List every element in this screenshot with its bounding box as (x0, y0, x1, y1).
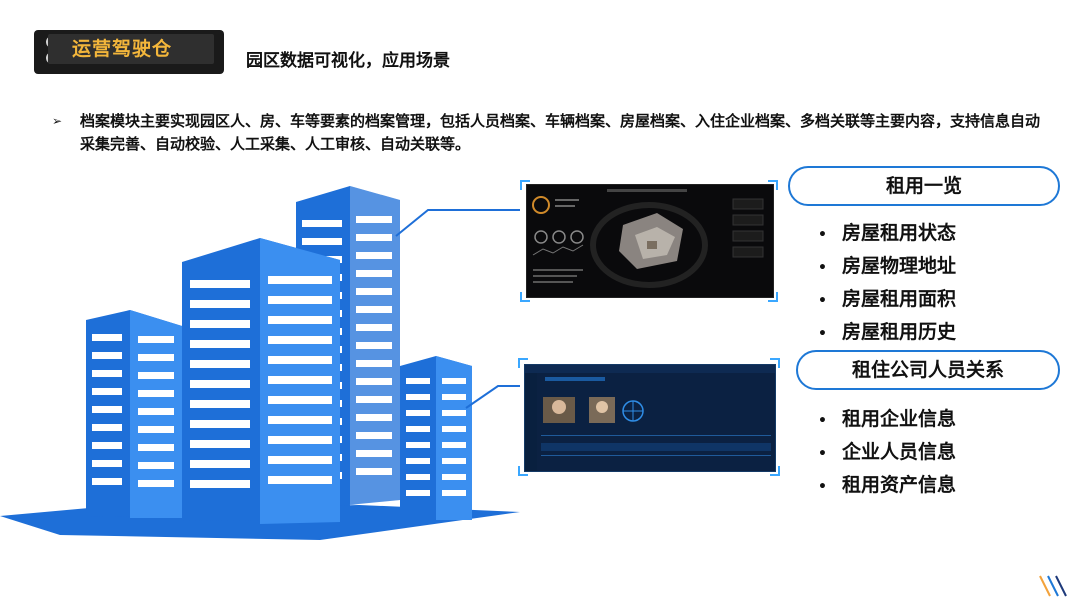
dashboard-screenshot (526, 184, 774, 298)
bullet-dot-icon: • (818, 260, 827, 276)
list-item: • 租用企业信息 (818, 404, 956, 431)
frame-corner-icon (520, 292, 530, 302)
list-item-label: 房屋租用历史 (842, 321, 957, 343)
section-title: 运营驾驶仓 (72, 38, 173, 60)
bullet-dot-icon: • (818, 479, 827, 495)
connector-line (395, 209, 520, 237)
connector-line (465, 385, 520, 409)
list-item-label: 房屋物理地址 (842, 255, 957, 277)
list-item: • 房屋租用历史 (818, 317, 956, 344)
list-item-label: 房屋租用面积 (842, 288, 957, 310)
personnel-thumbnail (525, 365, 775, 471)
list-item-label: 房屋租用状态 (842, 222, 957, 244)
list-item-label: 租用资产信息 (842, 474, 957, 496)
building-illustration (0, 186, 520, 540)
list-item: • 房屋租用状态 (818, 218, 956, 245)
company-relation-list: • 租用企业信息 • 企业人员信息 • 租用资产信息 (818, 404, 1058, 504)
bullet-dot-icon: • (818, 293, 827, 309)
list-item: • 租用资产信息 (818, 470, 956, 497)
corner-logo-icon (1039, 575, 1067, 597)
tower-main (182, 238, 340, 524)
bullet-dot-icon: • (818, 446, 827, 462)
list-item: • 房屋租用面积 (818, 284, 956, 311)
dashboard-thumbnail (527, 185, 773, 297)
list-item: • 企业人员信息 (818, 437, 956, 464)
bullet-dot-icon: • (818, 413, 827, 429)
page-subtitle: 园区数据可视化，应用场景 (246, 51, 450, 71)
list-item-label: 企业人员信息 (842, 441, 957, 463)
frame-corner-icon (768, 180, 778, 190)
arrow-bullet-icon: ➢ (52, 114, 63, 128)
tower-right (400, 356, 472, 520)
section-tag: 运营驾驶仓 (34, 30, 224, 74)
tag-inner (48, 34, 214, 64)
list-item: • 房屋物理地址 (818, 251, 956, 278)
rent-overview-title: 租用一览 (788, 166, 1060, 206)
rent-overview-list: • 房屋租用状态 • 房屋物理地址 • 房屋租用面积 • 房屋租用历史 (818, 218, 1058, 348)
bullet-dot-icon: • (818, 326, 827, 342)
company-relation-title: 租住公司人员关系 (796, 350, 1060, 390)
frame-corner-icon (768, 292, 778, 302)
personnel-screenshot (524, 364, 776, 472)
frame-corner-icon (518, 358, 528, 368)
frame-corner-icon (770, 358, 780, 368)
list-item-label: 租用企业信息 (842, 408, 957, 430)
frame-corner-icon (770, 466, 780, 476)
intro-text: 档案模块主要实现园区人、房、车等要素的档案管理，包括人员档案、车辆档案、房屋档案… (80, 112, 1041, 153)
tower-left (86, 310, 182, 518)
frame-corner-icon (520, 180, 530, 190)
frame-corner-icon (518, 466, 528, 476)
bullet-dot-icon: • (818, 227, 827, 243)
